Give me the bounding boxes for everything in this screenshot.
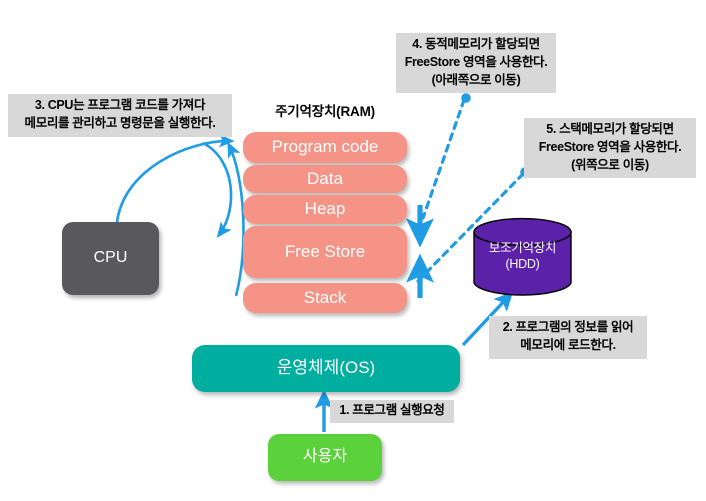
- callout-5-line-1: 5. 스택메모리가 할당되면: [546, 122, 674, 136]
- callout-4-dynamic-memory: 4. 동적메모리가 할당되면 FreeStore 영역을 사용한다. (아래쪽으…: [396, 33, 556, 94]
- cpu-box[interactable]: CPU: [62, 222, 159, 295]
- leader-callout4: [421, 98, 466, 220]
- ram-block-label: Free Store: [284, 241, 366, 261]
- callout-5-line-2: FreeStore 영역을 사용한다.: [538, 139, 682, 154]
- ram-title: 주기억장치(RAM): [275, 104, 375, 119]
- callout-4-line-3: (아래쪽으로 이동): [431, 72, 521, 87]
- callout-5-stack-memory: 5. 스택메모리가 할당되면 FreeStore 영역을 사용한다. (위쪽으로…: [524, 118, 696, 179]
- callout-4-line-2: FreeStore 영역을 사용한다.: [404, 54, 548, 69]
- hdd-cylinder[interactable]: 보조기억장치 (HDD): [473, 217, 572, 297]
- ram-block-label: Program code: [271, 137, 379, 157]
- ram-block-stack[interactable]: Stack: [243, 283, 407, 313]
- ram-block-program-code[interactable]: Program code: [243, 132, 407, 163]
- callout-2-line-2: 메모리에 로드한다.: [520, 337, 616, 352]
- leader-callout4-dot: [461, 93, 471, 103]
- arrow-program-code-to-heap: [202, 141, 233, 238]
- cpu-label: CPU: [93, 249, 128, 267]
- callout-3-cpu: 3. CPU는 프로그램 코드를 가져다 메모리를 관리하고 명령문을 실행한다…: [8, 94, 232, 137]
- os-label: 운영체제(OS): [276, 358, 376, 378]
- arrow-cpu-to-program-code: [115, 133, 235, 223]
- callout-4-line-1: 4. 동적메모리가 할당되면: [412, 37, 540, 51]
- callout-1-execution-request: 1. 프로그램 실행요청: [330, 400, 454, 423]
- callout-1-line-1: 1. 프로그램 실행요청: [339, 403, 445, 417]
- callout-5-line-3: (위쪽으로 이동): [571, 157, 649, 172]
- callout-2-load-program: 2. 프로그램의 정보를 읽어 메모리에 로드한다.: [489, 316, 647, 359]
- user-box[interactable]: 사용자: [268, 434, 382, 481]
- ram-block-label: Stack: [303, 287, 347, 307]
- callout-3-line-2: 메모리를 관리하고 명령문을 실행한다.: [24, 115, 216, 130]
- ram-block-label: Data: [307, 168, 343, 188]
- user-label: 사용자: [302, 448, 348, 466]
- ram-block-data[interactable]: Data: [243, 165, 407, 193]
- ram-block-heap[interactable]: Heap: [243, 195, 407, 224]
- callout-3-line-1: 3. CPU는 프로그램 코드를 가져다: [34, 98, 206, 112]
- ram-block-label: Heap: [304, 199, 346, 219]
- arrow-stack-to-program-code: [227, 141, 245, 297]
- hdd-shape: [473, 217, 572, 296]
- callout-2-line-1: 2. 프로그램의 정보를 읽어: [502, 320, 634, 334]
- os-box[interactable]: 운영체제(OS): [192, 345, 460, 392]
- ram-block-free-store[interactable]: Free Store: [243, 226, 407, 278]
